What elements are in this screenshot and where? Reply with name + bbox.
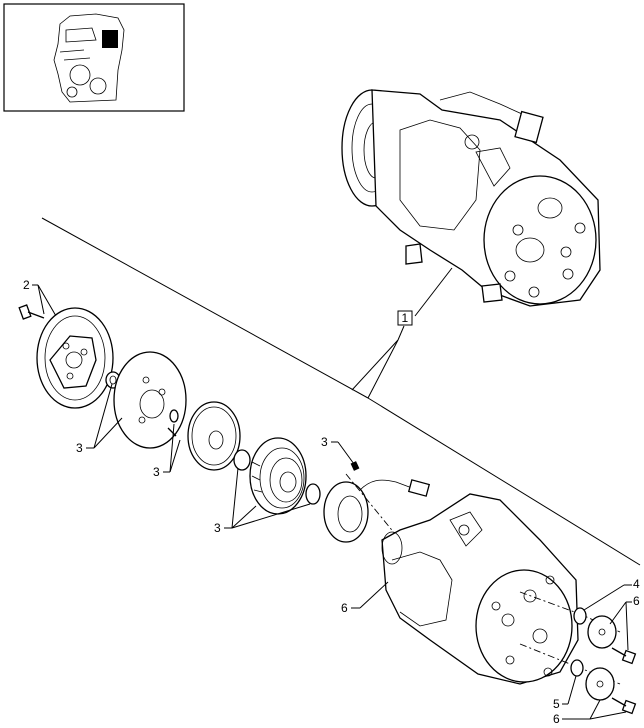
callout-3c: 3 bbox=[214, 467, 311, 535]
callout-5: 5 bbox=[553, 675, 577, 711]
callout-3d: 3 bbox=[321, 435, 355, 465]
key-small bbox=[350, 461, 360, 471]
callout-6c-label: 6 bbox=[553, 712, 560, 726]
callout-3c-label: 3 bbox=[214, 521, 221, 535]
shim-disc bbox=[187, 401, 241, 471]
field-coil bbox=[323, 479, 431, 543]
callout-6c: 6 bbox=[553, 699, 627, 726]
bolt-item-2 bbox=[18, 304, 45, 320]
callout-3b-label: 3 bbox=[153, 465, 160, 479]
bolt-lower bbox=[611, 697, 637, 715]
callout-1-label: 1 bbox=[402, 311, 409, 325]
pulley bbox=[249, 437, 307, 515]
callout-4: 4 bbox=[583, 577, 640, 611]
clutch-front-plate bbox=[36, 307, 114, 409]
bolt-upper bbox=[611, 647, 637, 665]
callout-6a-label: 6 bbox=[341, 601, 348, 615]
snap-ring-2 bbox=[305, 483, 321, 505]
callout-2-label: 2 bbox=[23, 278, 30, 292]
compressor-assembled bbox=[341, 89, 601, 307]
callout-2: 2 bbox=[23, 278, 57, 317]
callout-3b: 3 bbox=[153, 423, 181, 479]
callout-3a: 3 bbox=[76, 383, 123, 455]
callout-6a: 6 bbox=[341, 581, 389, 615]
assembly-leader-lines bbox=[41, 217, 641, 566]
engine-thumbnail-icon bbox=[53, 13, 125, 103]
callout-6b: 6 bbox=[609, 594, 640, 651]
callout-1: 1 bbox=[397, 310, 413, 326]
callout-5-label: 5 bbox=[553, 697, 560, 711]
callout-3a-label: 3 bbox=[76, 441, 83, 455]
o-ring-lower bbox=[570, 659, 584, 677]
callout-4-label: 4 bbox=[633, 577, 640, 591]
snap-ring bbox=[233, 449, 251, 471]
hub-disc bbox=[113, 351, 187, 449]
callout-3d-label: 3 bbox=[321, 435, 328, 449]
o-ring-upper bbox=[573, 607, 587, 625]
cover-plate-upper bbox=[587, 615, 617, 649]
highlight-marker bbox=[102, 30, 118, 48]
locator-thumbnail bbox=[3, 3, 185, 112]
callout-6b-label: 6 bbox=[633, 594, 640, 608]
shim-small bbox=[167, 409, 179, 437]
compressor-body bbox=[381, 493, 579, 685]
cover-plate-lower bbox=[585, 667, 615, 701]
